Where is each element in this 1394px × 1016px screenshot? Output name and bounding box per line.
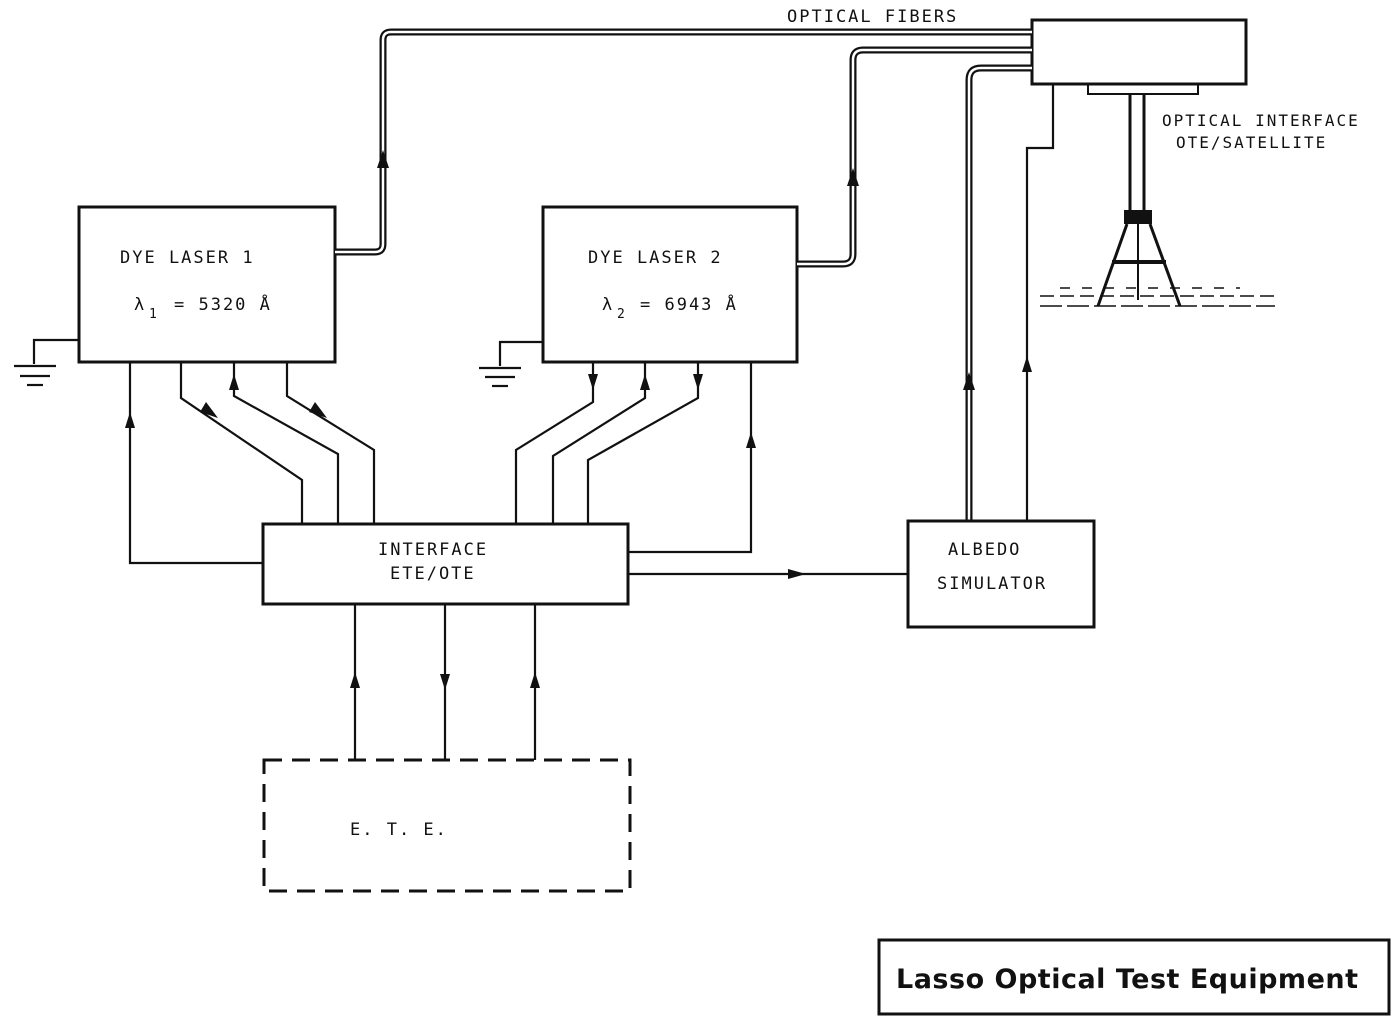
interface-to-laser2-link-4 — [628, 362, 753, 554]
albedo-to-head-line — [1025, 84, 1055, 520]
dye-laser-1-box — [77, 205, 337, 364]
optical-fibers-label: OPTICAL FIBERS — [787, 7, 958, 27]
optical-interface-label-line1: OPTICAL INTERFACE — [1162, 111, 1360, 130]
dye-laser-1-lambda-subscript: 1 — [149, 307, 159, 322]
interface-to-laser2-link-1 — [514, 362, 595, 524]
interface-label-line1: INTERFACE — [378, 540, 488, 560]
albedo-label-line2: SIMULATOR — [937, 574, 1047, 594]
optical-fiber-laser-2 — [797, 46, 1032, 268]
dye-laser-2-box — [541, 205, 799, 364]
title-box — [877, 938, 1391, 1016]
tripod-stand-icon — [1040, 94, 1275, 307]
ete-dashed-box — [262, 758, 632, 893]
albedo-simulator-box — [906, 519, 1096, 629]
dye-laser-2-name: DYE LASER 2 — [588, 248, 723, 268]
dye-laser-1-name: DYE LASER 1 — [120, 248, 255, 268]
interface-to-laser1-link-4 — [285, 362, 376, 524]
ground-symbol-laser-2-icon — [479, 340, 543, 388]
dye-laser-2-lambda-subscript: 2 — [617, 307, 627, 322]
optical-fiber-albedo — [963, 64, 1032, 520]
optical-interface-head-box — [1030, 18, 1248, 86]
albedo-label-line1: ALBEDO — [948, 540, 1021, 560]
diagram-title: Lasso Optical Test Equipment — [896, 964, 1359, 995]
optical-fiber-laser-1 — [335, 28, 1032, 256]
ground-symbol-laser-1-icon — [14, 338, 79, 387]
dye-laser-1-lambda: λ — [134, 295, 146, 315]
dye-laser-2-lambda: λ — [602, 295, 614, 315]
dye-laser-2-wavelength: = 6943 Å — [640, 293, 738, 315]
dye-laser-1-wavelength: = 5320 Å — [174, 293, 272, 315]
interface-to-laser1-link-2 — [179, 362, 304, 524]
optical-interface-label-line2: OTE/SATELLITE — [1176, 133, 1327, 152]
interface-label-line2: ETE/OTE — [390, 564, 476, 584]
interface-to-laser1-link-1 — [128, 362, 263, 565]
interface-to-laser2-link-2 — [551, 362, 647, 524]
ete-label: E. T. E. — [350, 820, 448, 840]
